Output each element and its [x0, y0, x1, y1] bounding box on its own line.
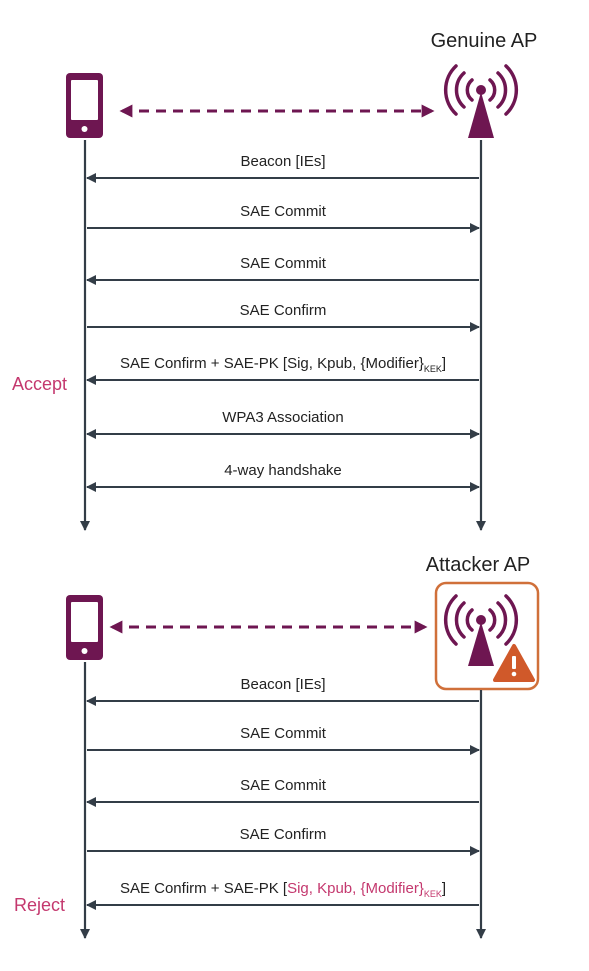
message-label: 4-way handshake — [224, 462, 342, 479]
message-label: Beacon [IEs] — [240, 676, 325, 693]
message-label: Beacon [IEs] — [240, 153, 325, 170]
message-label: SAE Confirm + SAE-PK [Sig, Kpub, {Modifi… — [120, 880, 446, 899]
message-label: SAE Commit — [240, 203, 327, 220]
wireless-antenna-icon — [443, 594, 519, 666]
smartphone-icon — [66, 73, 103, 138]
message-label: SAE Confirm — [240, 302, 327, 319]
genuine-ap-title: Genuine AP — [431, 30, 538, 52]
message-label: SAE Commit — [240, 725, 327, 742]
message-label: SAE Commit — [240, 255, 327, 272]
message-label: SAE Confirm + SAE-PK [Sig, Kpub, {Modifi… — [120, 355, 446, 374]
message-label: SAE Commit — [240, 777, 327, 794]
accept-label: Accept — [12, 374, 67, 394]
wireless-antenna-icon — [443, 64, 519, 138]
message-label: SAE Confirm — [240, 826, 327, 843]
message-label: WPA3 Association — [222, 409, 343, 426]
warning-triangle-icon — [493, 644, 535, 682]
smartphone-icon — [66, 595, 103, 660]
attacker-ap-title: Attacker AP — [426, 554, 531, 576]
reject-label: Reject — [14, 895, 65, 915]
